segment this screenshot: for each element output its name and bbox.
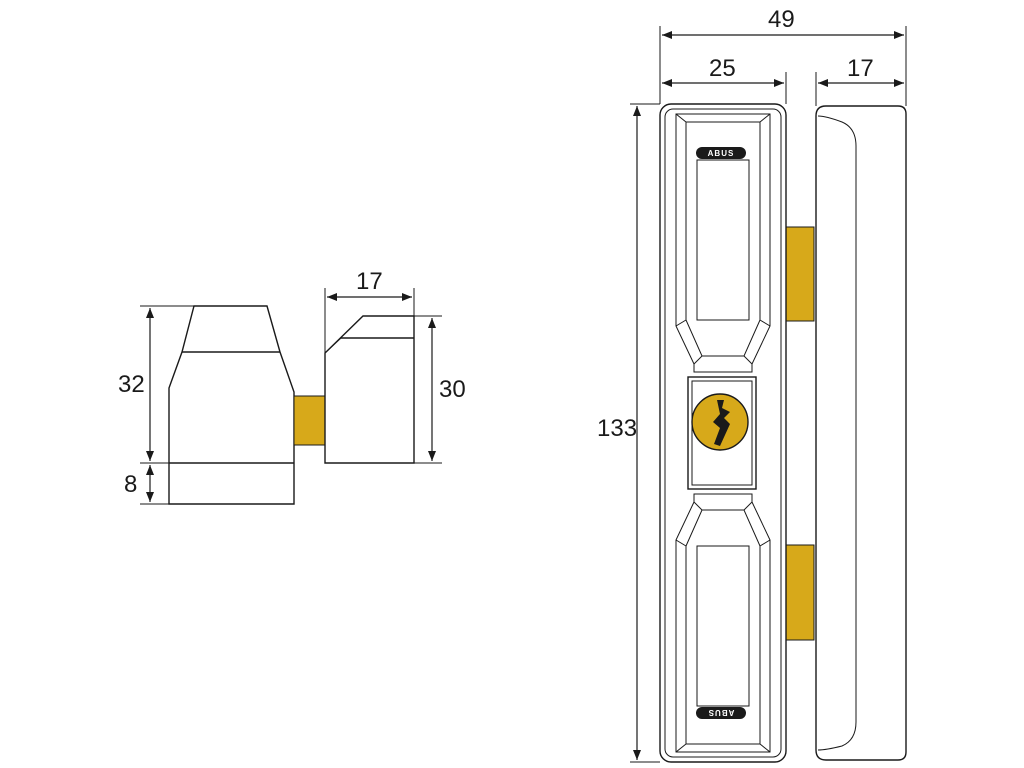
front-key-housing-inner	[691, 380, 753, 486]
bevel-line	[675, 743, 687, 753]
dim-label-side-bolt-width: 17	[356, 268, 383, 295]
front-brass-bolt-lower	[784, 544, 815, 641]
logo-badge-upper	[696, 147, 746, 159]
bevel-line	[759, 539, 771, 547]
dim-label-front-height: 133	[597, 415, 637, 442]
bevel-line	[675, 539, 687, 547]
front-lock-body-inner	[664, 108, 782, 758]
logo-badge-lower	[696, 707, 746, 719]
side-keeper-chamfer	[324, 337, 342, 354]
bevel-line	[675, 319, 687, 327]
bevel-line	[675, 113, 687, 123]
front-brass-bolt-upper	[784, 226, 815, 322]
bevel-line	[743, 501, 753, 511]
front-view: ABUS ABUS 49 25 17	[597, 6, 907, 763]
side-view: 32 8 17 30	[118, 268, 466, 505]
logo-text-upper: ABUS	[708, 149, 735, 158]
dim-label-front-cover-width: 17	[847, 55, 874, 82]
dim-label-side-height-main: 32	[118, 371, 145, 398]
bevel-line	[759, 319, 771, 327]
front-upper-handle-bar	[696, 159, 750, 321]
dim-label-front-total-width: 49	[768, 6, 795, 33]
logo-text-lower: ABUS	[708, 708, 735, 717]
front-cover-inner-edge	[817, 115, 857, 751]
side-lock-body	[168, 305, 295, 505]
bevel-line	[693, 501, 703, 511]
bevel-line	[759, 743, 771, 753]
bevel-line	[743, 355, 753, 365]
dim-label-side-bolt-height: 30	[439, 376, 466, 403]
side-brass-bolt	[293, 395, 326, 446]
front-lower-handle-bar	[696, 545, 750, 707]
dim-label-side-height-base: 8	[124, 471, 137, 498]
dim-label-front-body-width: 25	[709, 55, 736, 82]
bevel-line	[759, 113, 771, 123]
front-cover-plate	[815, 105, 907, 761]
keyhole-icon	[713, 400, 730, 446]
front-upper-handle-outline	[675, 113, 771, 373]
bevel-line	[693, 355, 703, 365]
